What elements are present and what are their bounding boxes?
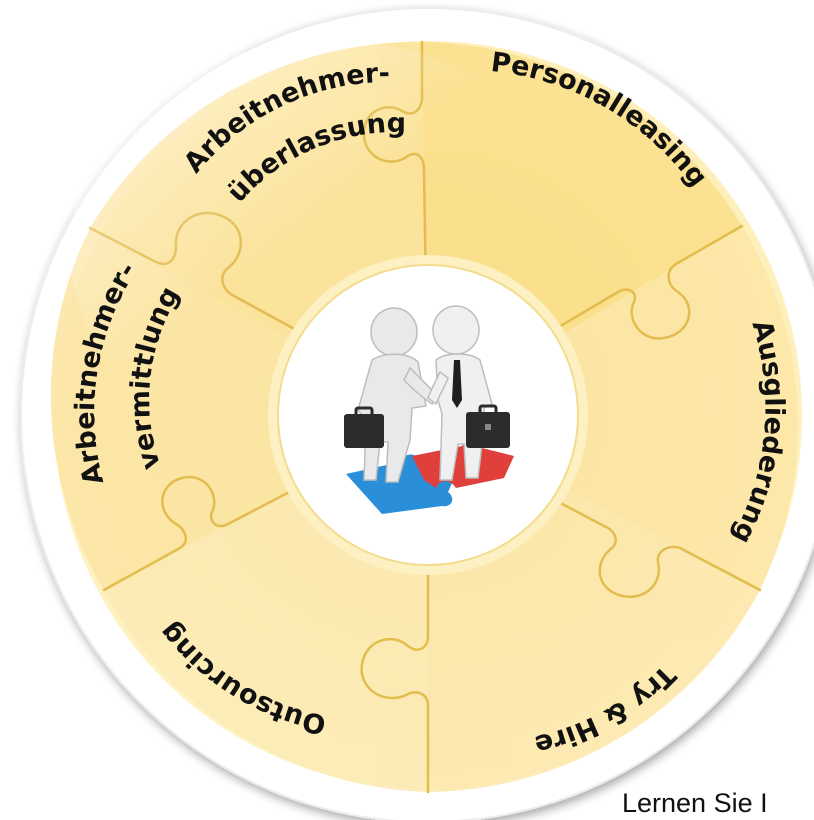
hub-center bbox=[277, 264, 579, 566]
handshake-business-people-puzzle-icon bbox=[344, 305, 514, 514]
red-puzzle-piece bbox=[412, 440, 514, 488]
left-person bbox=[357, 307, 439, 483]
outer-ring-edge bbox=[20, 7, 814, 820]
footer-text: Lernen Sie I bbox=[622, 788, 768, 818]
tie bbox=[452, 360, 462, 408]
right-person bbox=[427, 305, 493, 481]
left-briefcase bbox=[344, 414, 384, 448]
segment-ausgliederung bbox=[428, 226, 798, 590]
